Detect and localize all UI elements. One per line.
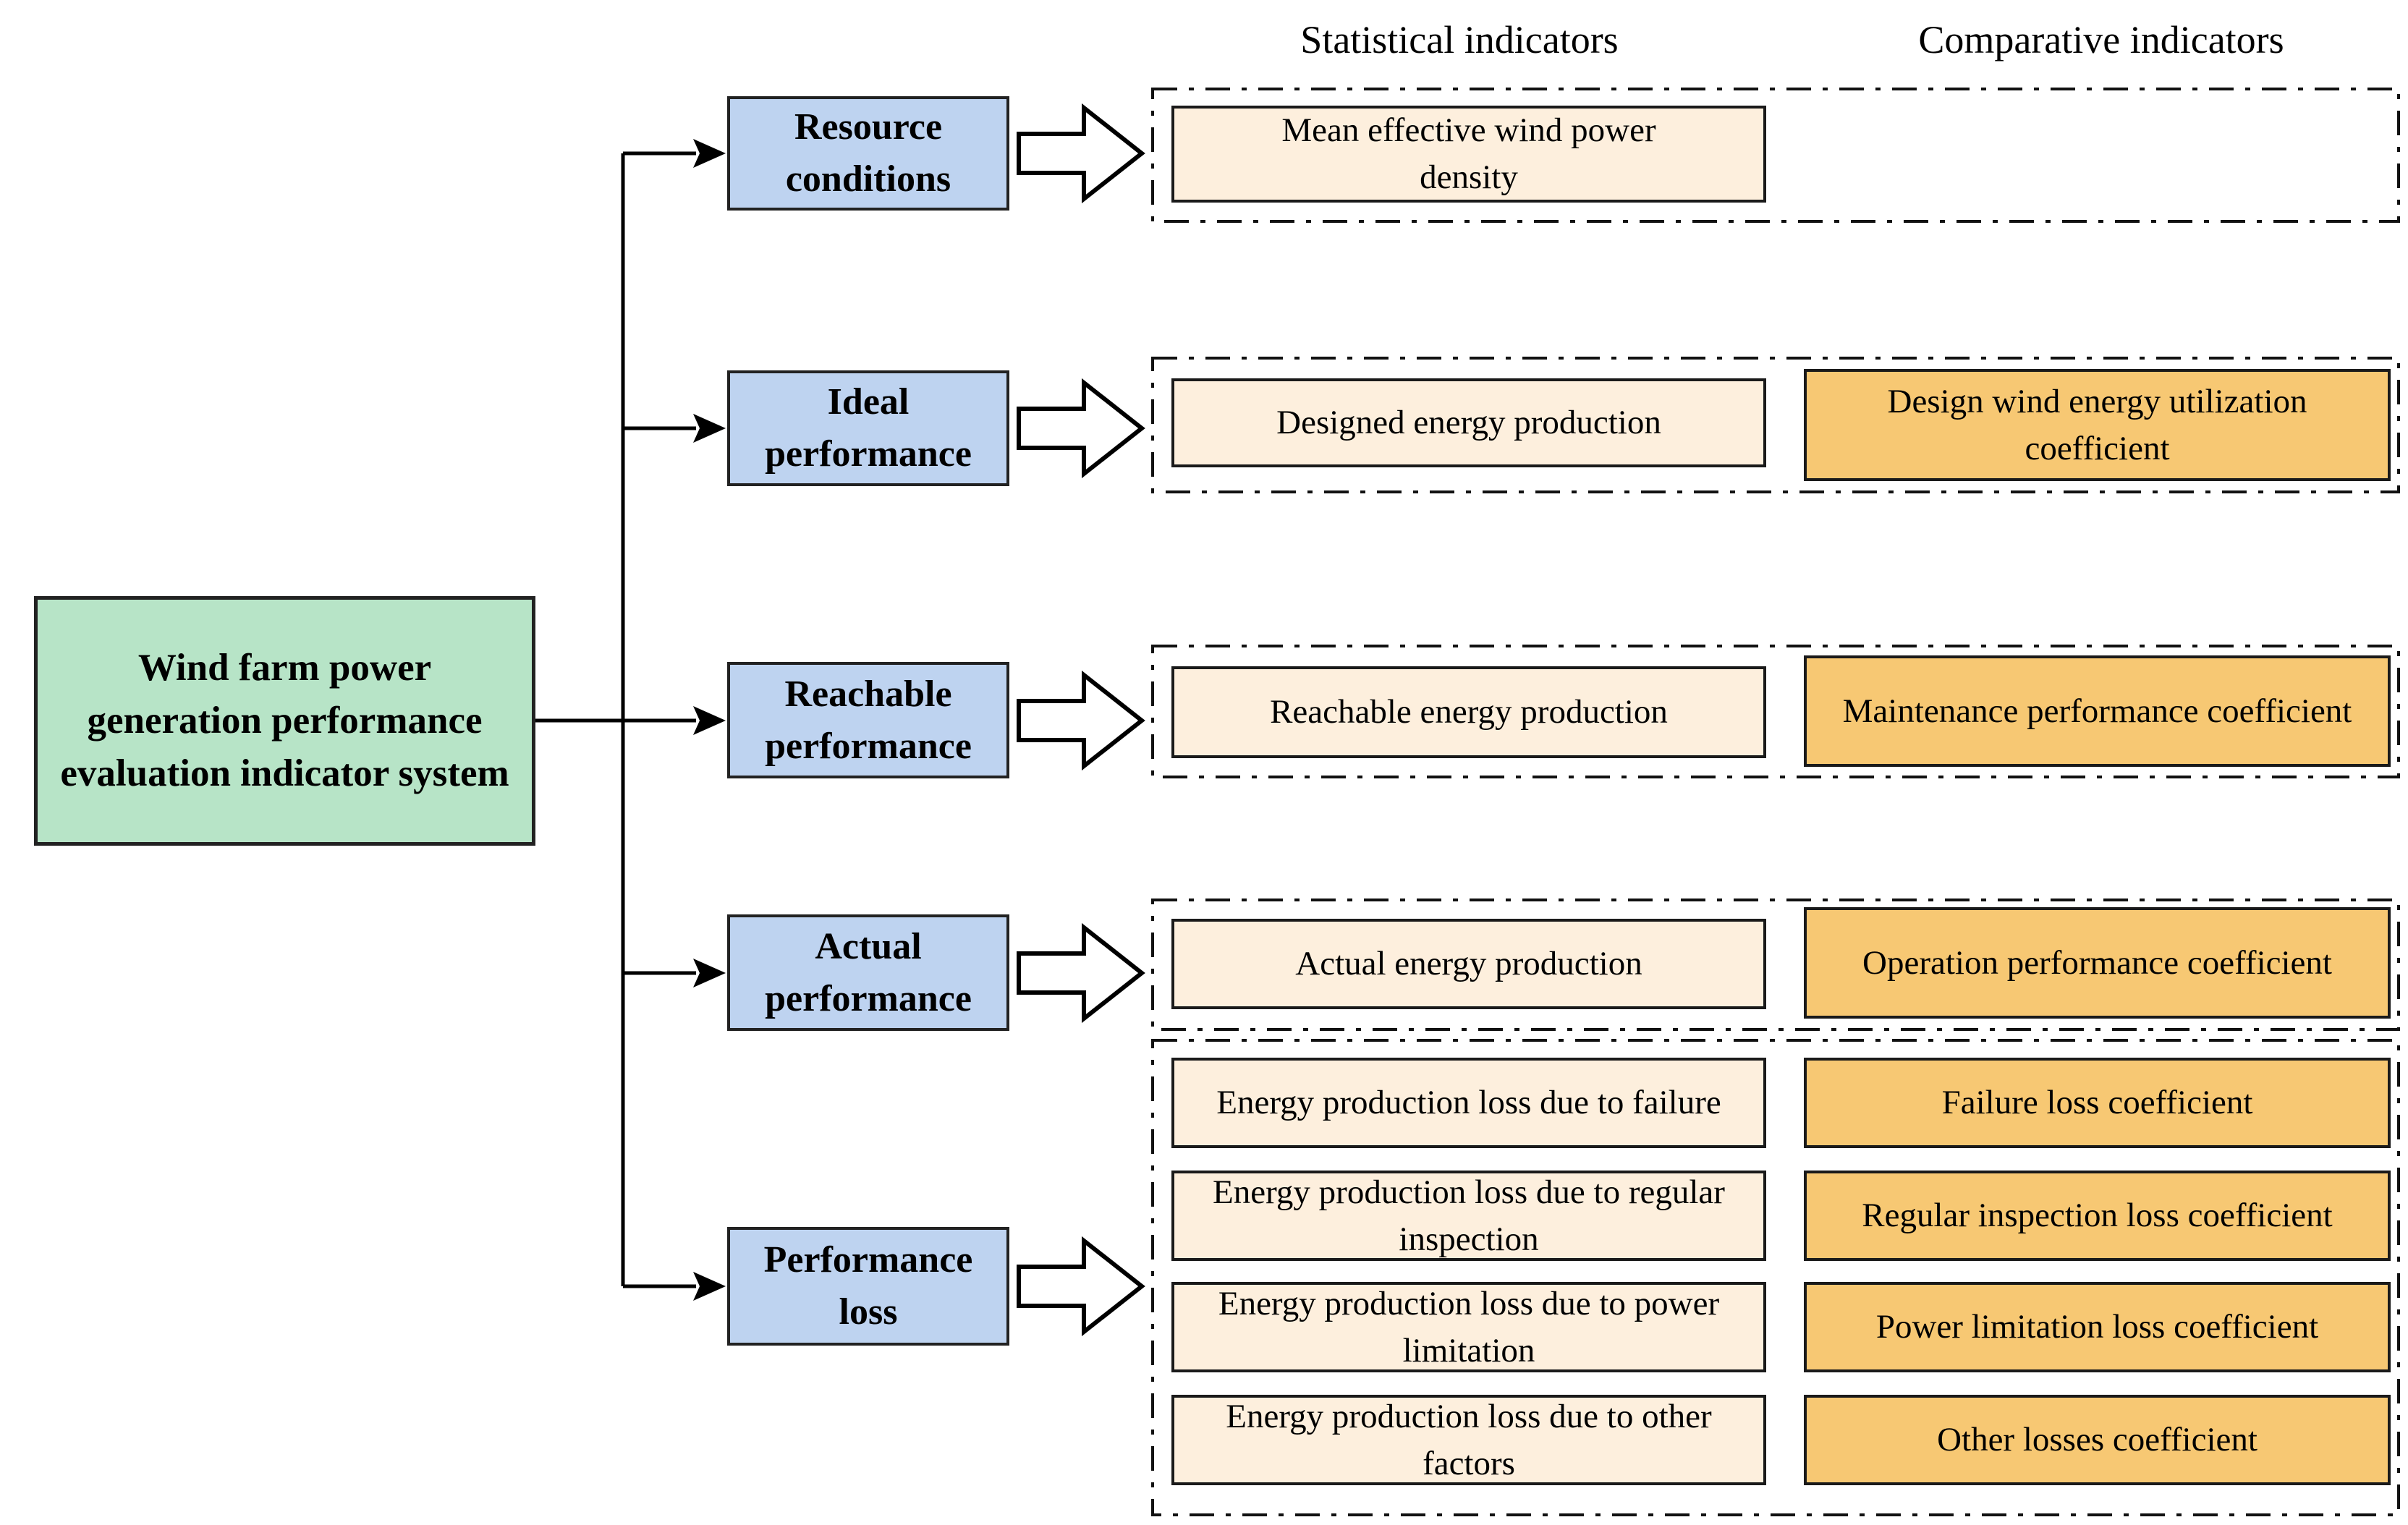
stat-box-mean-effective-wind-power-density: Mean effective wind power density <box>1171 106 1766 203</box>
branch-arrowhead-2 <box>693 414 726 443</box>
branch-node-ideal-performance: Ideal performance <box>727 370 1009 486</box>
block-arrow-3 <box>1017 670 1145 771</box>
comp-box-other-losses-coefficient: Other losses coefficient <box>1804 1395 2391 1485</box>
block-arrow-4 <box>1017 922 1145 1024</box>
branch-node-reachable-performance: Reachable performance <box>727 662 1009 778</box>
column-header-statistical: Statistical indicators <box>1300 18 1619 61</box>
block-arrow-2 <box>1017 378 1145 479</box>
branch-arrowhead-5 <box>693 1272 726 1301</box>
root-node: Wind farm power generation performance e… <box>34 596 535 846</box>
stat-box-reachable-energy-production: Reachable energy production <box>1171 666 1766 758</box>
comp-box-maintenance-performance-coefficient: Maintenance performance coefficient <box>1804 655 2391 767</box>
comp-box-operation-performance-coefficient: Operation performance coefficient <box>1804 907 2391 1019</box>
stat-box-loss-other-factors: Energy production loss due to other fact… <box>1171 1395 1766 1485</box>
comp-box-regular-inspection-loss-coefficient: Regular inspection loss coefficient <box>1804 1171 2391 1261</box>
stat-box-actual-energy-production: Actual energy production <box>1171 919 1766 1009</box>
stat-box-loss-power-limitation: Energy production loss due to power limi… <box>1171 1282 1766 1372</box>
branch-arrowhead-1 <box>693 139 726 168</box>
stat-box-designed-energy-production: Designed energy production <box>1171 378 1766 467</box>
comp-box-design-wind-energy-utilization-coefficient: Design wind energy utilization coefficie… <box>1804 369 2391 481</box>
branch-arrowhead-3 <box>693 706 726 735</box>
branch-node-actual-performance: Actual performance <box>727 914 1009 1031</box>
tree-trunk-line <box>535 153 625 1286</box>
column-header-comparative: Comparative indicators <box>1918 18 2284 61</box>
row-group-border-5 <box>1151 1039 2400 1516</box>
block-arrow-1 <box>1017 103 1145 204</box>
branch-node-performance-loss: Performance loss <box>727 1227 1009 1346</box>
comp-box-power-limitation-loss-coefficient: Power limitation loss coefficient <box>1804 1282 2391 1372</box>
block-arrow-5 <box>1017 1236 1145 1337</box>
branch-node-resource-conditions: Resource conditions <box>727 96 1009 211</box>
branch-arrowhead-4 <box>693 959 726 987</box>
stat-box-loss-regular-inspection: Energy production loss due to regular in… <box>1171 1171 1766 1261</box>
comp-box-failure-loss-coefficient: Failure loss coefficient <box>1804 1058 2391 1148</box>
stat-box-loss-failure: Energy production loss due to failure <box>1171 1058 1766 1148</box>
